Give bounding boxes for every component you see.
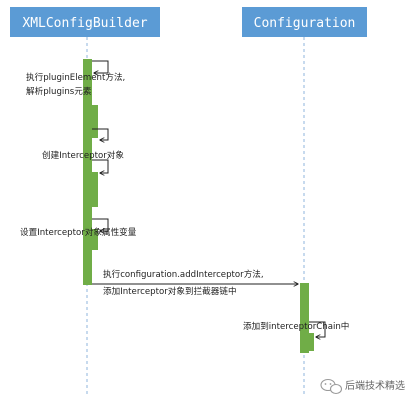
watermark-text: 后端技术精选 bbox=[345, 379, 405, 392]
participant-configuration: Configuration bbox=[242, 7, 367, 37]
message-label-m1-line1: 执行pluginElement方法, bbox=[26, 71, 125, 83]
participant-xmlconfigbuilder-label: XMLConfigBuilder bbox=[22, 16, 147, 31]
participant-xmlconfigbuilder: XMLConfigBuilder bbox=[10, 7, 160, 37]
activation-bar-xml-2 bbox=[92, 105, 98, 138]
activation-bar-xml-4 bbox=[92, 229, 98, 250]
activation-bar-cfg-2 bbox=[309, 333, 314, 351]
activation-bar-cfg-1 bbox=[300, 283, 309, 353]
message-label-m5: 添加到interceptorChain中 bbox=[243, 320, 349, 332]
message-label-m3: 设置Interceptor对象属性变量 bbox=[20, 226, 137, 238]
message-label-m4-line1: 执行configuration.addInterceptor方法, bbox=[103, 268, 264, 280]
activation-bar-xml-3 bbox=[92, 172, 98, 207]
activation-bar-xml-1 bbox=[83, 59, 92, 285]
participant-configuration-label: Configuration bbox=[254, 16, 356, 31]
self-message-arrow-5 bbox=[309, 321, 326, 337]
message-label-m4-line2: 添加Interceptor对象到拦截器链中 bbox=[103, 285, 237, 297]
self-message-arrow-2 bbox=[92, 128, 109, 140]
self-message-arrow-1 bbox=[92, 60, 109, 73]
watermark: 后端技术精选 bbox=[320, 378, 405, 395]
self-message-arrow-3 bbox=[92, 159, 109, 173]
message-label-m2: 创建Interceptor对象 bbox=[42, 149, 124, 161]
wechat-icon bbox=[320, 378, 343, 395]
message-label-m1-line2: 解析plugins元素 bbox=[26, 85, 92, 97]
self-message-arrow-4 bbox=[92, 218, 109, 231]
